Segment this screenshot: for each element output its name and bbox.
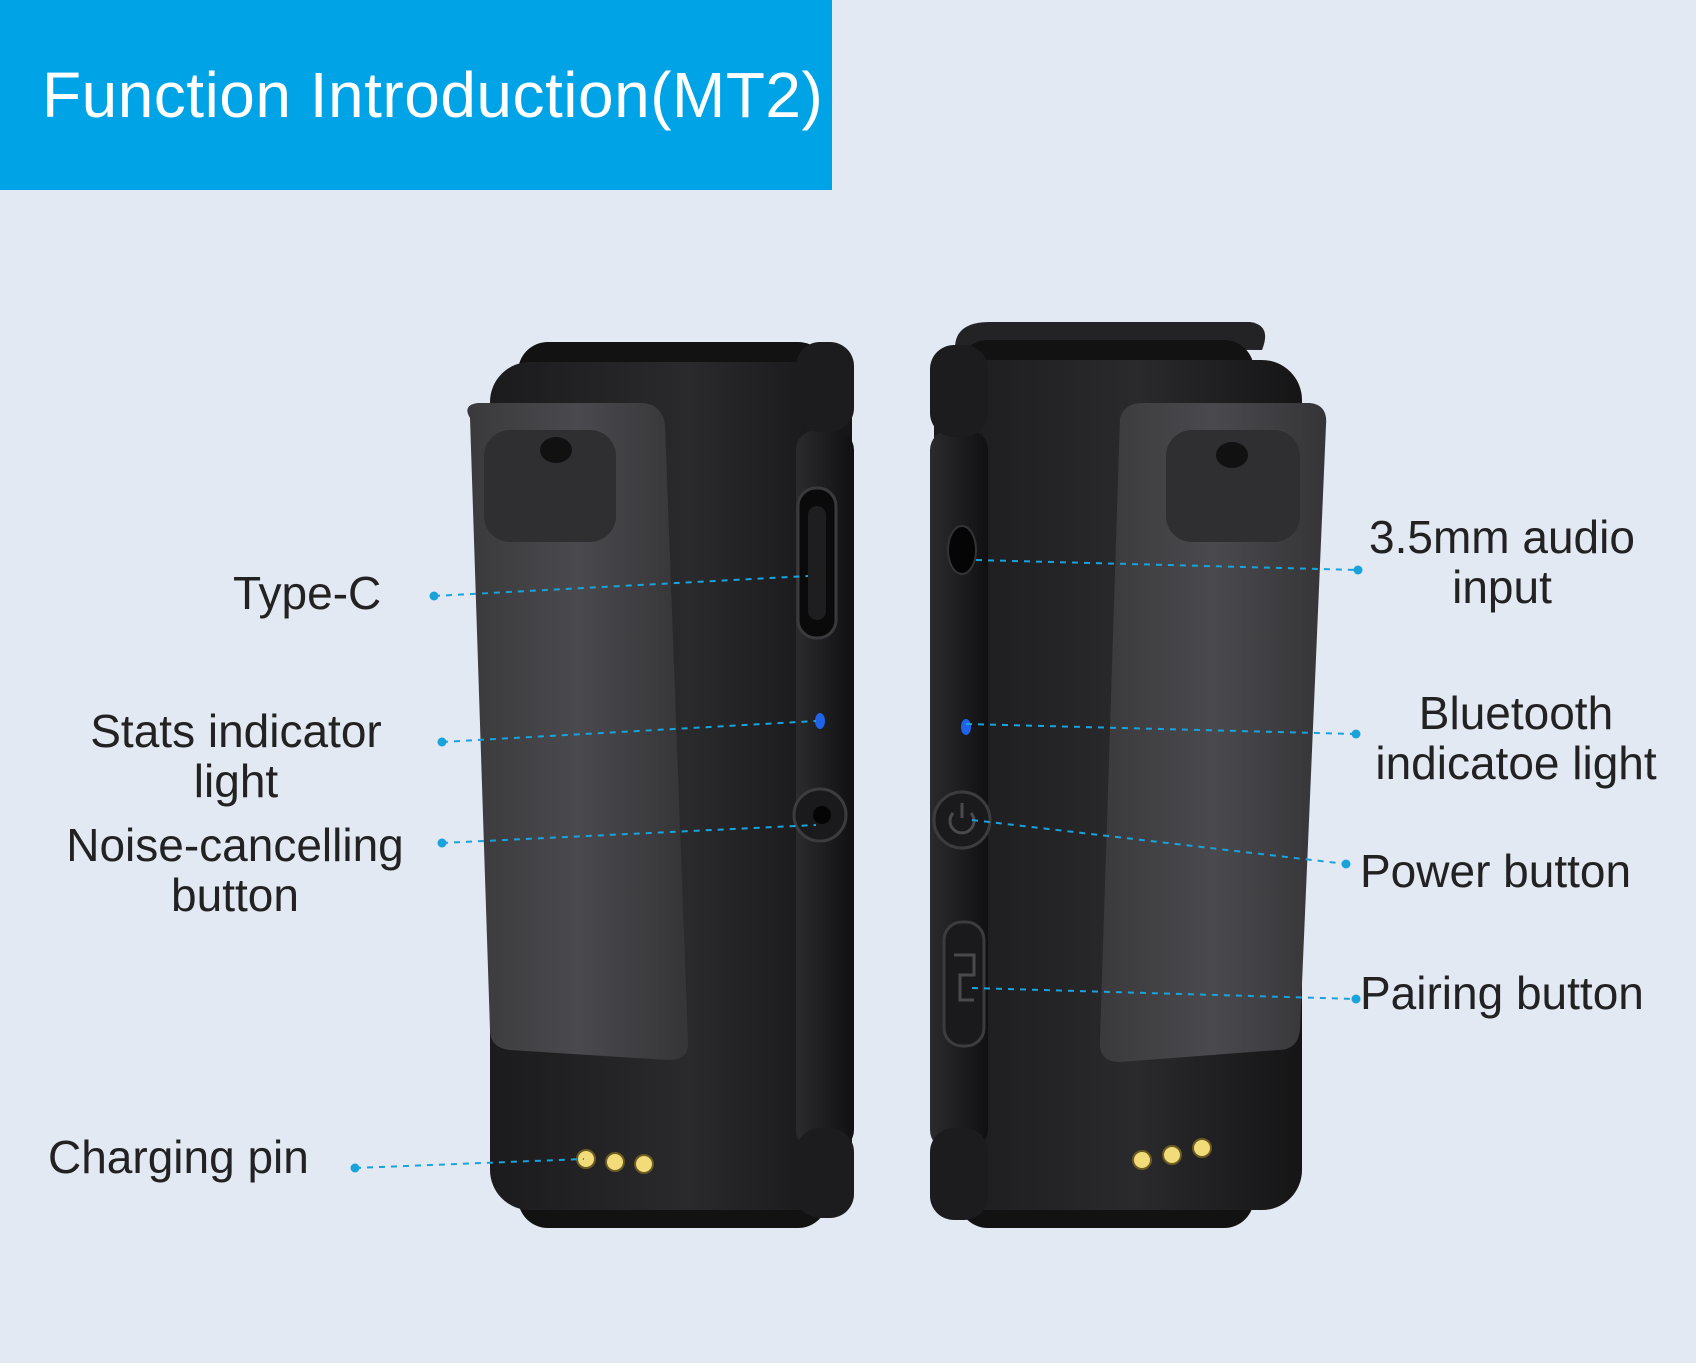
- bluetooth-indicator-led: [961, 719, 971, 735]
- leader-noise-button: [441, 824, 817, 844]
- leader-type-c: [433, 575, 809, 597]
- audio-jack-icon: [947, 525, 977, 575]
- left-clip-hole: [540, 437, 572, 463]
- title-banner: Function Introduction(MT2): [0, 0, 832, 190]
- left-device: [467, 342, 854, 1228]
- dot-power-button: [1341, 859, 1351, 869]
- type-c-port-inner: [808, 506, 826, 620]
- pairing-button-icon: [942, 920, 986, 1048]
- power-button-icon: [932, 790, 992, 850]
- dot-charging-pin: [350, 1163, 360, 1173]
- leader-stats-light: [441, 720, 817, 743]
- charging-pin-3: [634, 1154, 654, 1174]
- label-bluetooth-indicator-light: Bluetooth indicatoe light: [1375, 687, 1657, 789]
- leader-dots: [350, 565, 1363, 1173]
- right-charging-pin-3: [1192, 1138, 1212, 1158]
- label-noise-cancelling-button: Noise-cancelling button: [66, 819, 404, 921]
- leader-pairing-button: [971, 987, 1357, 1000]
- charging-pin-2: [605, 1152, 625, 1172]
- left-clip-grip: [484, 430, 616, 542]
- right-clip-grip: [1166, 430, 1300, 542]
- label-audio-input: 3.5mm audio input: [1369, 511, 1635, 613]
- left-bottom-hinge: [796, 1128, 854, 1218]
- dot-bluetooth-light: [1351, 729, 1361, 739]
- label-type-c: Type-C: [233, 567, 382, 619]
- label-stats-indicator-light: Stats indicator light: [90, 705, 382, 807]
- charging-pin-1: [576, 1149, 596, 1169]
- right-charging-pin-2: [1162, 1145, 1182, 1165]
- left-belt-clip: [467, 403, 689, 1060]
- dot-pairing-button: [1351, 994, 1361, 1004]
- leader-power-button: [971, 819, 1347, 865]
- pairing-symbol: [954, 953, 976, 1002]
- leader-lines: [354, 559, 1359, 1169]
- leader-charging-pin: [354, 1158, 585, 1169]
- page-title: Function Introduction(MT2): [42, 59, 824, 131]
- label-pairing-button: Pairing button: [1360, 967, 1644, 1019]
- leader-audio-input: [975, 559, 1359, 571]
- dot-audio-input: [1353, 565, 1363, 575]
- dot-stats-light: [437, 737, 447, 747]
- dot-type-c: [429, 591, 439, 601]
- stats-indicator-led: [815, 713, 825, 729]
- right-top-hinge: [930, 345, 988, 437]
- label-power-button: Power button: [1360, 845, 1632, 897]
- right-clip-hole: [1216, 442, 1248, 468]
- noise-cancelling-button-center: [813, 806, 831, 824]
- right-charging-pin-1: [1132, 1150, 1152, 1170]
- right-device: [930, 322, 1327, 1228]
- label-charging-pin: Charging pin: [48, 1131, 309, 1183]
- dot-noise-button: [437, 838, 447, 848]
- right-bottom-hinge: [930, 1128, 988, 1220]
- left-top-hinge: [796, 342, 854, 432]
- leader-bluetooth-light: [965, 723, 1357, 735]
